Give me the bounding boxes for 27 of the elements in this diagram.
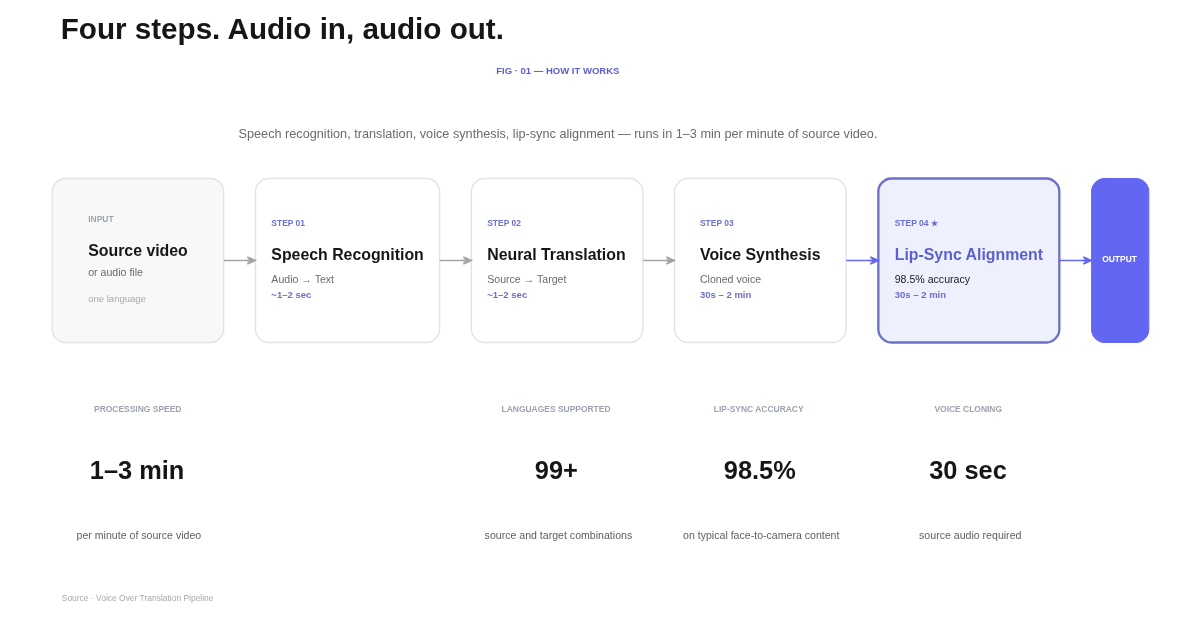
arrow [438, 256, 472, 265]
label: LIP-SYNC ACCURACY [713, 404, 804, 415]
node-box: STEP 03 Voice Synthesis Cloned voice 30s – 2 min [673, 177, 847, 344]
label: 1–3 min [89, 456, 184, 485]
node-box: STEP 04 ★ Lip-Sync Alignment 98.5% accuracy 30s – 2 min [876, 177, 1060, 344]
label: LANGUAGES SUPPORTED [501, 404, 611, 415]
arrow [222, 256, 256, 265]
arrow [642, 256, 675, 265]
label: PROCESSING SPEED [93, 404, 181, 415]
label: FIG · 01 — HOW IT WORKS [495, 64, 619, 76]
label: 98.5% [723, 456, 796, 485]
node-box: STEP 02 Neural Translation Source → Target ~1–2 sec [470, 177, 644, 344]
node-box: OUTPUT [1090, 177, 1149, 344]
arrow [1058, 256, 1092, 265]
node-box: INPUT Source video or audio file one language [51, 177, 224, 344]
label: source audio required [918, 528, 1021, 541]
label: 99+ [534, 456, 578, 485]
label: on typical face-to-camera content [682, 528, 839, 541]
label: per minute of source video [76, 528, 201, 541]
label: source and target combinations [484, 528, 632, 541]
label: Source · Voice Over Translation Pipeline [61, 592, 214, 603]
arrow [845, 256, 879, 265]
node-box: STEP 01 Speech Recognition Audio → Text ~1–2 sec [254, 177, 440, 344]
label: Speech recognition, translation, voice synthesis, lip-sync alignment — runs in 1–3 min per minute of source video. [238, 127, 877, 142]
label: 30 sec [928, 456, 1007, 485]
label: VOICE CLONING [933, 404, 1002, 415]
diagram-title: Four steps. Audio in, audio out. [60, 12, 504, 46]
